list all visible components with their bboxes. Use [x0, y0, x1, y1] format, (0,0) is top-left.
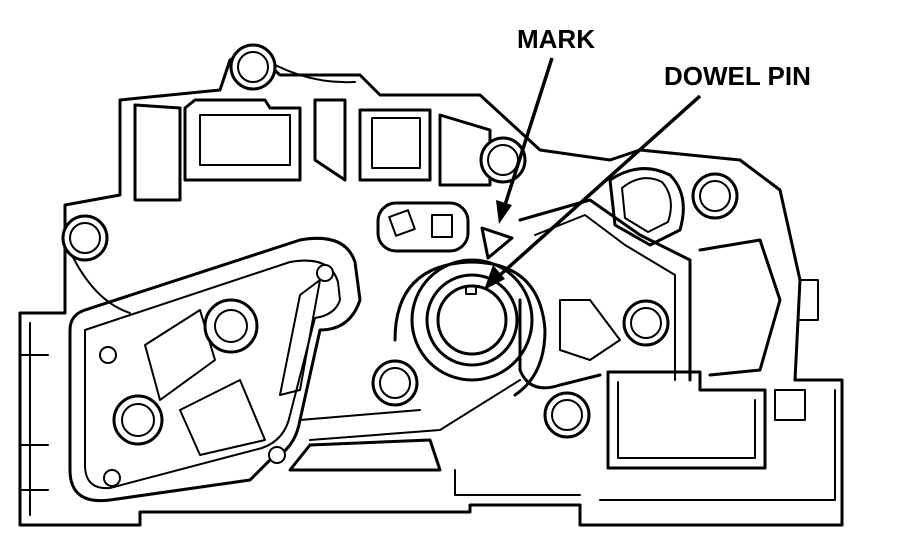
upper-chambers: [133, 49, 492, 202]
mark-callout: MARK: [496, 24, 595, 224]
bolt-top-right: [691, 172, 739, 220]
center-recess: [376, 201, 470, 253]
bolt-center-lower: [371, 359, 419, 407]
dowel-pin-leader-line: [498, 94, 702, 277]
mark-label: MARK: [517, 24, 595, 54]
mark-arrowhead: [496, 200, 512, 224]
mark-leader-line: [503, 57, 554, 206]
bolt-bottom-left: [112, 394, 164, 446]
left-web: [68, 236, 362, 503]
central-bore: [393, 258, 547, 397]
bottom-channels: [288, 379, 521, 472]
dowel-pin-label: DOWEL PIN: [664, 61, 811, 91]
bolt-left-web: [203, 298, 259, 354]
bolt-top-left: [229, 43, 277, 91]
bolt-right: [622, 299, 670, 347]
dowel-pin-arrowhead: [484, 265, 505, 290]
locating-holes: [99, 264, 334, 487]
mark-triangle: [480, 226, 514, 260]
bolt-left: [61, 214, 109, 262]
dowel-pin-callout: DOWEL PIN: [484, 61, 811, 290]
bolt-bottom-center: [543, 391, 591, 439]
lower-right-chamber: [454, 370, 836, 501]
right-passages: [518, 167, 782, 390]
